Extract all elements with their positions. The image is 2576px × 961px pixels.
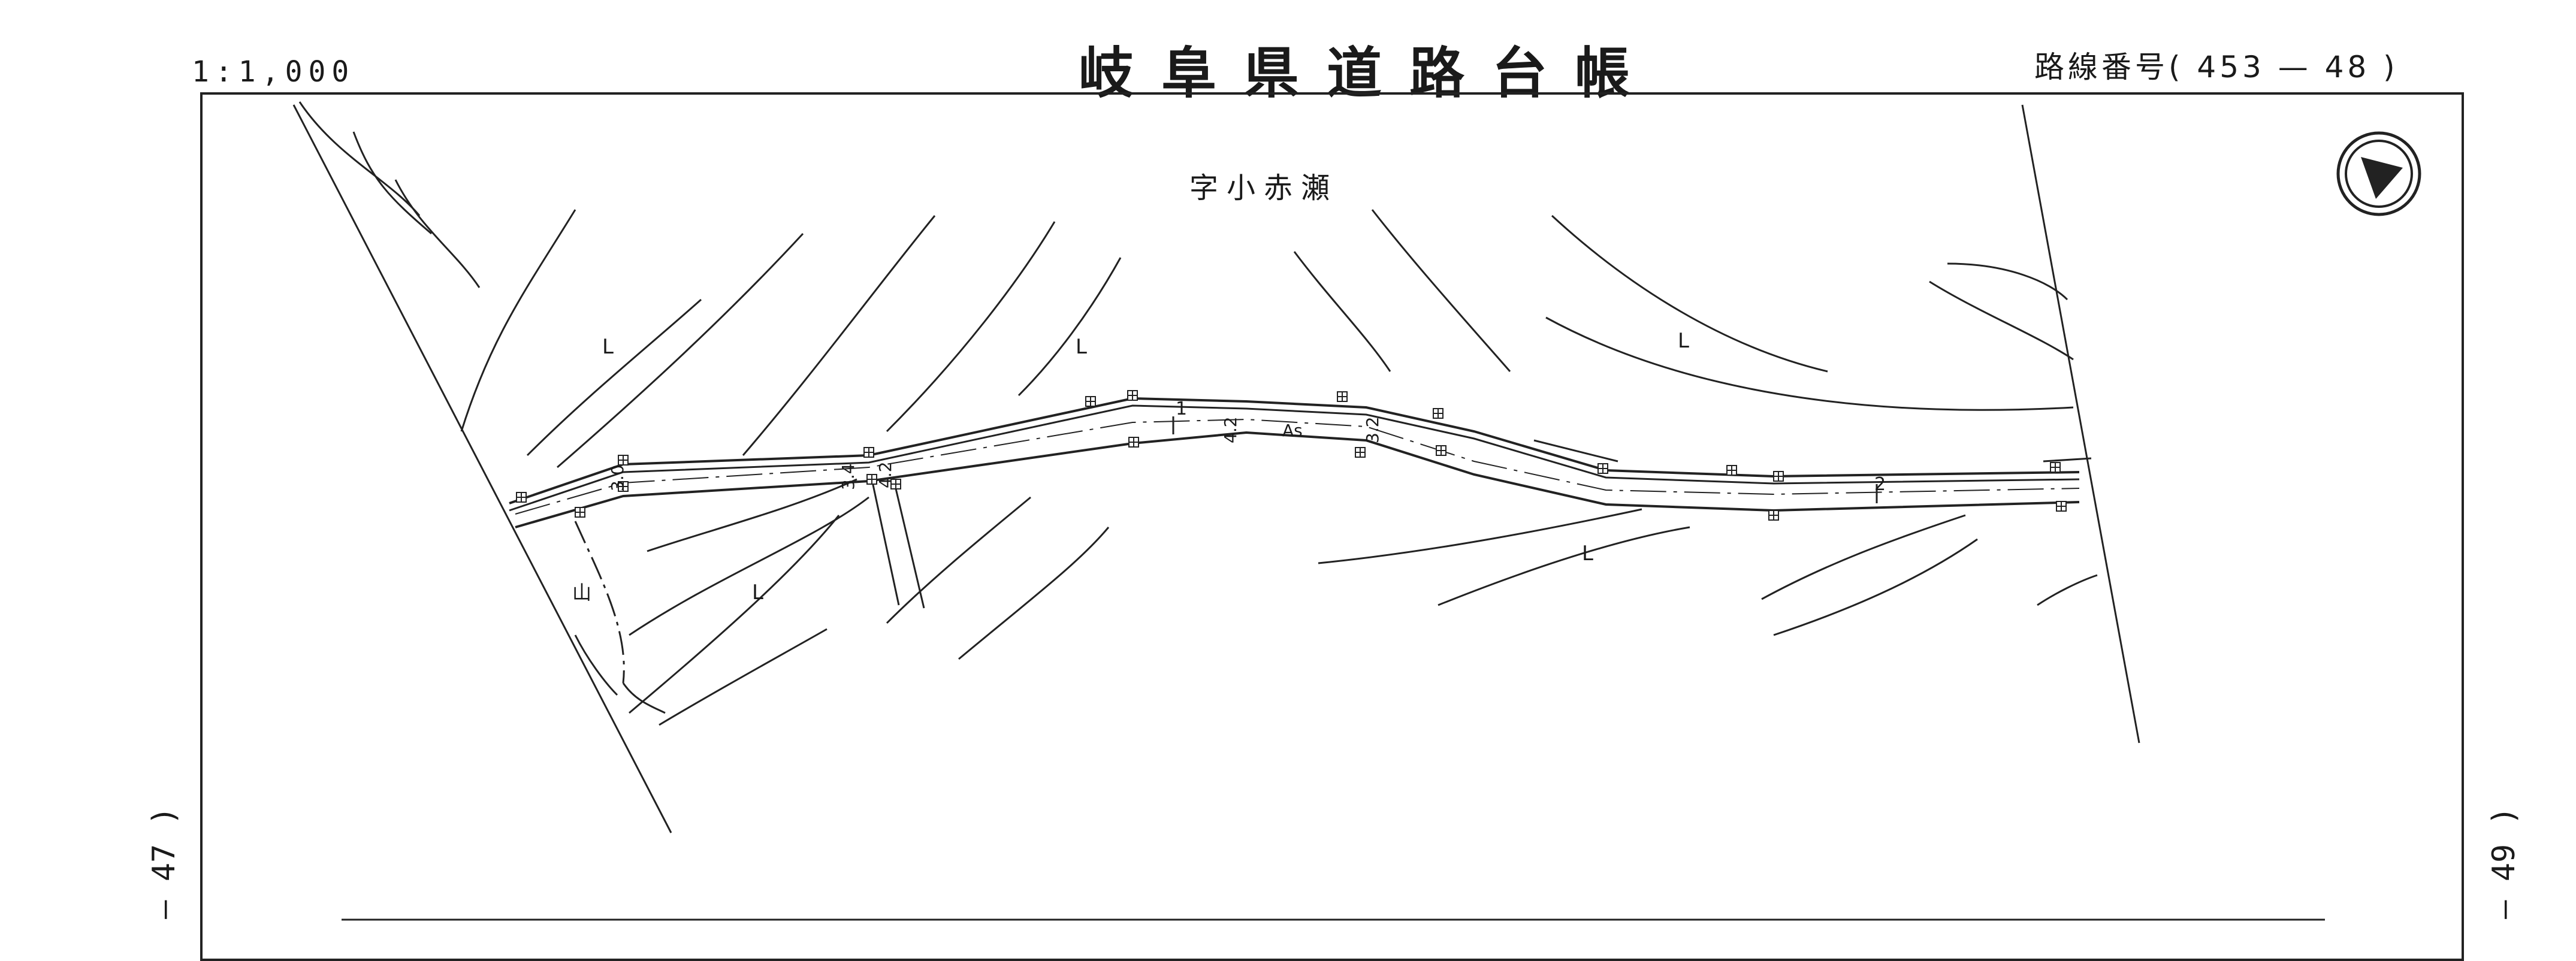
contour-line [1318,508,1642,564]
road-centerline [515,418,2080,515]
boundary-marker-cross [575,507,585,517]
contour-line [647,478,857,552]
path [574,521,625,684]
guard-rail [1533,439,2092,463]
contour-line [526,298,702,457]
vegetation-symbol: L [602,335,614,359]
contour-line [1551,214,1828,373]
width-label: 3.0 [608,464,627,491]
sheet-boundaries [292,104,2325,921]
boundary-marker-cross [618,455,628,465]
station-ticks [1172,416,1878,503]
surface-label: As [1282,421,1303,440]
boundary-marker-cross [1086,397,1095,406]
road-edge-top [509,397,2080,504]
contour-line [1947,262,2068,301]
boundary-marker-cross [1355,448,1365,457]
contour-line [629,496,869,636]
boundary-marker-cross [618,482,628,491]
guard-rail-line [2043,457,2092,463]
contour-line [629,515,840,714]
boundary-marker-cross [1433,409,1443,418]
boundary-marker-cross [891,479,901,489]
boundary-marker-cross [867,475,877,484]
contour-line [394,179,481,288]
contour-line [1371,209,1511,372]
side-road [893,480,925,609]
vegetation-symbol: L [1076,335,1087,359]
boundary-marker-cross [1598,464,1608,473]
contour-line [557,232,804,469]
contour-line [886,496,1031,624]
station-label: 1 [1176,398,1187,419]
contour-line [352,131,432,235]
contour-line [1929,280,2074,361]
contour-line [1545,316,2074,411]
road-edge-top-2 [509,404,2080,512]
vegetation-symbol: L [2097,335,2098,336]
width-label: 3.2 [1363,416,1382,443]
vegetation-symbol: L [752,581,763,605]
route-number: 路線番号( 453 — 48 ) [2034,50,2399,84]
contour-line [1773,538,1978,636]
side-road [871,479,900,606]
boundary-marker-cross [1769,510,1778,520]
boundary-marker-cross [1129,437,1138,447]
boundary-marker-cross [2050,463,2060,472]
page-title: 岐阜県道路台帳 [1079,41,1658,105]
path [574,634,618,696]
left-cut-line [292,104,672,833]
contour-line [958,527,1110,660]
north-arrow-icon [2336,131,2421,216]
contour-lines [298,101,2098,726]
boundary-marker-cross [1128,391,1137,400]
boundary-marker-cross [864,448,874,457]
landuse-symbol: 山 [572,581,591,604]
contour-line [886,221,1056,433]
boundary-marker-cross [1436,446,1446,455]
path [622,682,666,714]
width-label: 3.4 [838,463,858,490]
width-label: 4.2 [875,461,895,488]
boundary-marker-cross [1727,466,1737,475]
station-label: 2 [1874,474,1886,495]
road [509,397,2080,714]
right-cut-line [2021,104,2140,744]
boundary-marker-cross [517,492,526,502]
contour-line [1438,526,1690,606]
road-edge-bottom [515,431,2080,528]
contour-line [1293,251,1391,372]
place-name: 字小赤瀬 [1189,171,1338,205]
vegetation-symbol: L [1678,329,1689,353]
width-label: 4.2 [1221,416,1240,443]
contour-line [460,209,576,432]
contour-line [2037,574,2098,606]
contour-line [1017,257,1122,397]
boundary-marker-cross [2056,501,2066,511]
boundary-marker-cross [1774,472,1783,481]
contour-line [298,101,421,216]
contour-line [1761,514,1966,600]
contour-line [742,215,936,456]
boundary-marker-cross [1337,392,1347,401]
boundary-markers [516,390,2067,521]
guard-rail-line [1533,439,1618,463]
contour-line [659,628,828,726]
map-scale: 1:1,000 [192,55,355,89]
vegetation-symbol: L [1582,542,1593,566]
